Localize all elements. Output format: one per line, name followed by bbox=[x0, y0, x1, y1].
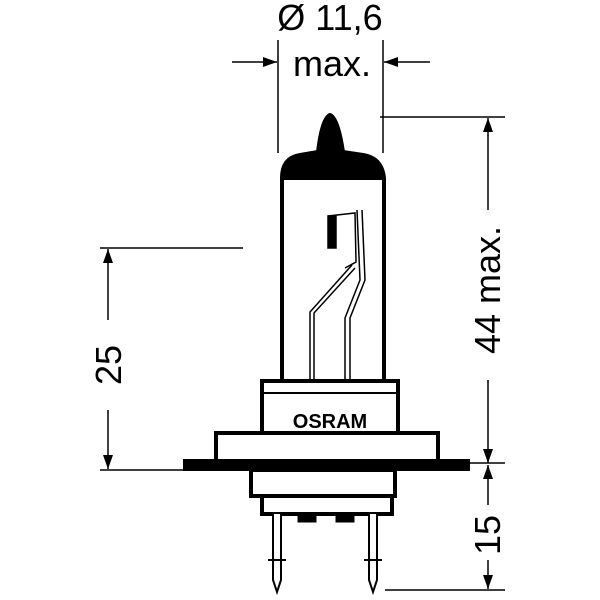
light-center-label: 25 bbox=[88, 345, 129, 385]
bulb-glass bbox=[280, 112, 386, 380]
base-flange bbox=[214, 431, 440, 463]
overall-length-label: 44 max. bbox=[467, 226, 508, 354]
base-bottom bbox=[260, 494, 394, 516]
dimension-lines bbox=[100, 40, 505, 591]
filament-assembly bbox=[309, 209, 366, 380]
pin-left bbox=[272, 514, 282, 596]
bulb-cap bbox=[282, 115, 384, 180]
contact-pins bbox=[268, 514, 382, 596]
brand-logo: OSRAM bbox=[293, 411, 367, 433]
diameter-note-label: max. bbox=[293, 43, 371, 84]
pin-right bbox=[368, 514, 378, 596]
diameter-label: Ø 11,6 bbox=[277, 0, 382, 38]
base-body bbox=[249, 468, 397, 498]
reference-plate bbox=[183, 459, 470, 471]
base-length-label: 15 bbox=[467, 515, 508, 555]
bulb-base bbox=[183, 379, 470, 523]
